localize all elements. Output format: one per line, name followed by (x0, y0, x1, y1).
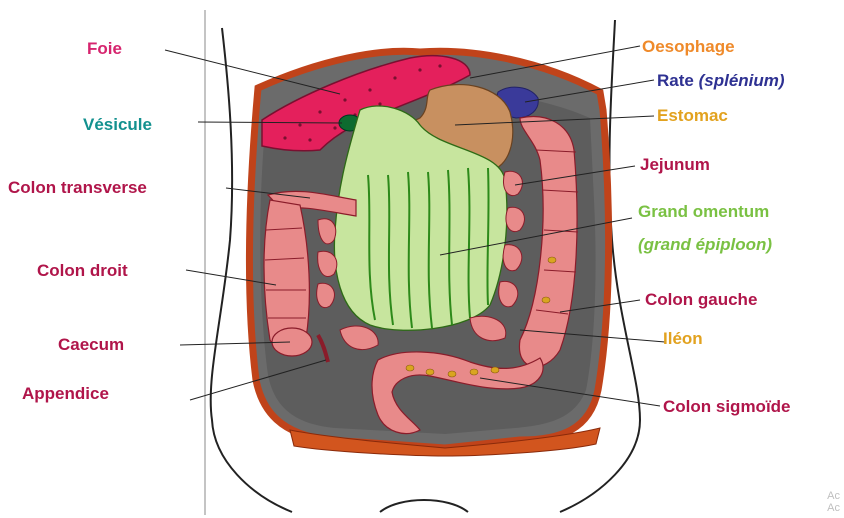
label-estomac: Estomac (657, 107, 728, 124)
label-colon-droit: Colon droit (37, 262, 128, 279)
label-grand-epiploon: (grand épiploon) (638, 236, 772, 253)
label-colon-sigmoide: Colon sigmoïde (663, 398, 791, 415)
label-colon-gauche: Colon gauche (645, 291, 757, 308)
label-rate-name: Rate (657, 71, 694, 90)
watermark-line-1: Ac (827, 490, 840, 502)
label-caecum: Caecum (58, 336, 124, 353)
label-rate: Rate (splénium) (657, 72, 785, 89)
label-jejunum: Jejunum (640, 156, 710, 173)
label-foie: Foie (87, 40, 122, 57)
label-rate-latin: (splénium) (699, 71, 785, 90)
watermark-line-2: Ac (827, 502, 840, 514)
label-appendice: Appendice (22, 385, 109, 402)
label-grand-omentum: Grand omentum (638, 203, 769, 220)
label-ileon: Iléon (663, 330, 703, 347)
watermark: Ac Ac (827, 490, 840, 514)
label-oesophage: Oesophage (642, 38, 735, 55)
right-colon (264, 200, 309, 350)
label-colon-transverse: Colon transverse (8, 179, 147, 196)
label-vesicule: Vésicule (83, 116, 152, 133)
